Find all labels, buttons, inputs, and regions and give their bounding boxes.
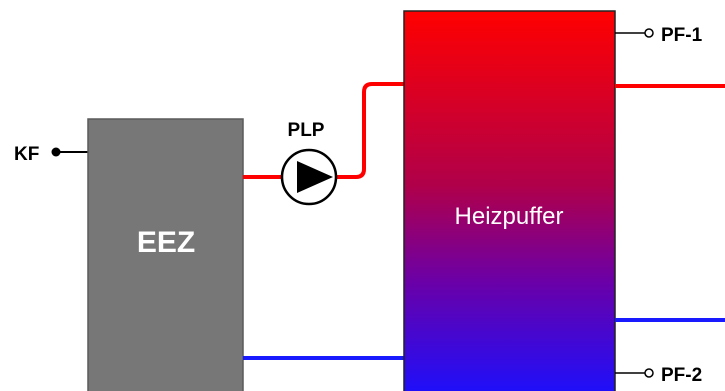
eez-block (87, 118, 244, 391)
pf1-sensor-dot (644, 28, 654, 38)
heizpuffer-label: Heizpuffer (455, 203, 564, 230)
eez-label: EEZ (137, 226, 195, 259)
plp-label: PLP (288, 120, 325, 141)
pf2-label: PF-2 (661, 365, 702, 386)
kf-label: KF (14, 144, 39, 165)
pump-arrow-icon (297, 161, 333, 193)
hot-supply-pipe (243, 82, 404, 179)
kf-sensor-dot (51, 147, 61, 157)
pf2-sensor-dot (644, 368, 654, 378)
heizpuffer-tank (403, 10, 616, 391)
pf1-label: PF-1 (661, 25, 703, 46)
